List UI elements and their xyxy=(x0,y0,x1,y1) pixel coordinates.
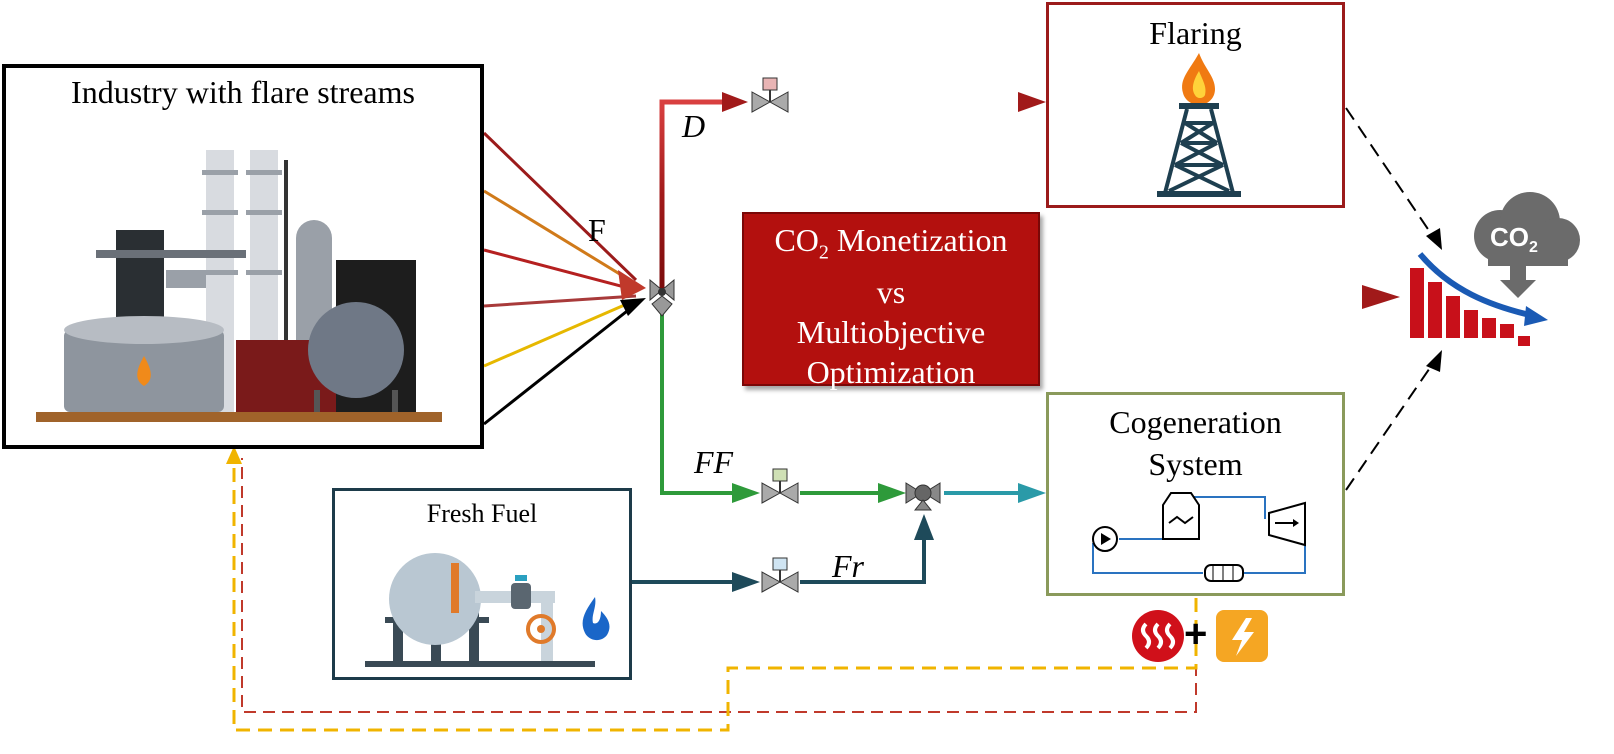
co2-cloud-subscript: 2 xyxy=(1529,239,1538,257)
center-co2-subscript: 2 xyxy=(818,241,829,264)
center-line-3: Multiobjective xyxy=(796,314,986,351)
stream-Fr-line xyxy=(632,514,934,592)
stream-label-F: F xyxy=(588,212,606,248)
stream-label-FF: FF xyxy=(694,444,734,480)
refinery-icon xyxy=(36,150,442,422)
center-line-1: CO2 Monetization xyxy=(744,220,1038,272)
center-line-2: vs xyxy=(876,274,906,311)
center-monetization-text: Monetization xyxy=(828,222,1008,258)
industry-box: Industry with flare streams xyxy=(2,64,484,449)
heat-exchanger-icon xyxy=(1204,564,1244,582)
center-co-text: CO xyxy=(774,222,819,258)
co2-arrow xyxy=(1042,285,1400,309)
cogeneration-title: Cogeneration System xyxy=(1049,401,1342,485)
dashed-emission-arrows xyxy=(1345,107,1442,491)
flaring-box: Flaring xyxy=(1046,2,1345,208)
stream-label-Fr: Fr xyxy=(832,548,864,584)
flame-icon xyxy=(582,597,610,641)
center-line-4: Optimization xyxy=(806,354,976,391)
cogeneration-box: Cogeneration System xyxy=(1046,392,1345,596)
fresh-fuel-title: Fresh Fuel xyxy=(426,499,538,528)
fresh-fuel-box: Fresh Fuel xyxy=(332,488,632,680)
flare-tower-icon xyxy=(1157,53,1241,197)
cogeneration-title-line-2: System xyxy=(1148,446,1243,482)
co2-cloud-label: CO2 xyxy=(1490,222,1538,257)
cogeneration-schematic-icon xyxy=(1092,492,1306,582)
feedback-lines xyxy=(226,446,1198,732)
stream-FF-line xyxy=(660,312,1046,503)
co2-cloud-text: CO xyxy=(1490,222,1529,252)
stream-label-D: D xyxy=(682,108,706,144)
stream-D-line xyxy=(659,92,1046,290)
flaring-title: Flaring xyxy=(1149,15,1242,51)
cogeneration-title-line-1: Cogeneration xyxy=(1109,404,1282,440)
fuel-tank-icon xyxy=(365,553,610,667)
plus-sign: + xyxy=(1184,612,1208,656)
flare-streams xyxy=(482,131,646,426)
industry-title: Industry with flare streams xyxy=(71,74,415,110)
co2-monetization-box: CO2 Monetization vs Multiobjective Optim… xyxy=(742,212,1040,390)
